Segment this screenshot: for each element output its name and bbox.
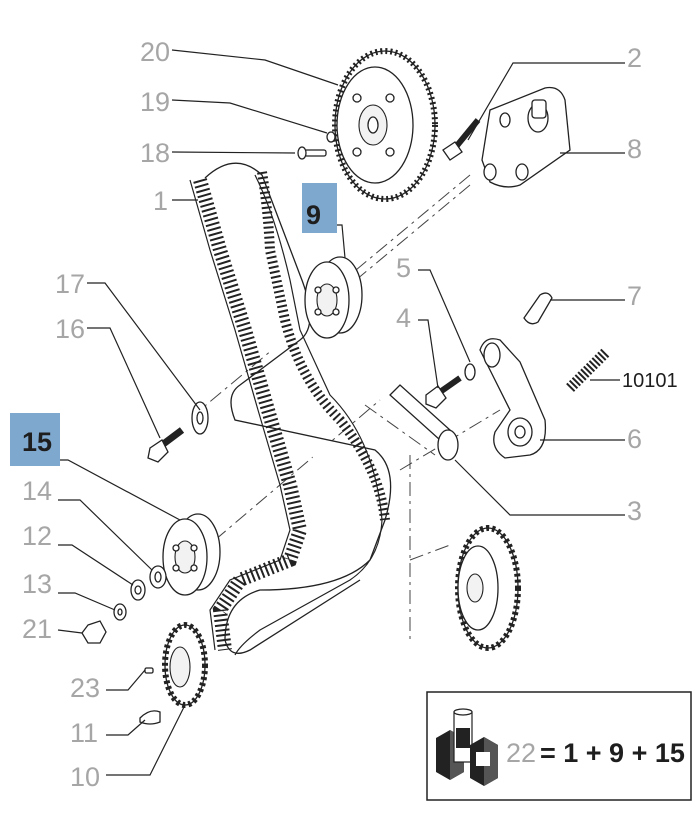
idler-pulley-9 — [304, 256, 363, 339]
shaft-3 — [389, 384, 459, 461]
callout-14: 14 — [22, 476, 52, 506]
callout-8: 8 — [627, 134, 642, 164]
callout-labels: 20 19 18 1 17 16 15 14 12 13 21 23 11 10… — [10, 37, 678, 792]
camshaft-pulley — [332, 48, 438, 202]
pin-7 — [523, 292, 553, 325]
timing-belt — [189, 162, 392, 656]
crankshaft-sprocket-10 — [162, 622, 208, 708]
callout-9: 9 — [306, 200, 321, 230]
callout-19: 19 — [140, 87, 170, 117]
callout-5: 5 — [396, 253, 411, 283]
kit-number: 22 — [506, 738, 536, 768]
callout-23: 23 — [70, 673, 100, 703]
callout-7: 7 — [627, 281, 642, 311]
leader-lines — [57, 49, 625, 776]
washer-14 — [149, 565, 167, 589]
callout-1: 1 — [153, 186, 168, 216]
callout-20: 20 — [140, 37, 170, 67]
callout-2: 2 — [627, 43, 642, 73]
stud-10101 — [566, 348, 610, 392]
callout-18: 18 — [140, 138, 170, 168]
callout-12: 12 — [22, 521, 52, 551]
washer-13 — [113, 603, 127, 621]
tensioner-arm-6 — [479, 338, 547, 459]
callout-4: 4 — [396, 303, 411, 333]
washer-5 — [464, 363, 476, 381]
callout-17: 17 — [55, 269, 85, 299]
bracket-8 — [481, 86, 571, 188]
callout-6: 6 — [627, 424, 642, 454]
callout-13: 13 — [22, 569, 52, 599]
bolt-2 — [442, 118, 481, 161]
bolt-4 — [425, 375, 462, 409]
washer-17 — [191, 401, 209, 435]
bolt-18 — [297, 146, 327, 160]
auxiliary-sprocket — [455, 525, 521, 651]
callout-11: 11 — [70, 718, 98, 748]
callout-21: 21 — [22, 614, 52, 644]
pin-23 — [144, 667, 154, 674]
nut-21 — [81, 620, 107, 644]
tensioner-pulley-15 — [162, 513, 221, 596]
callout-10101: 10101 — [622, 370, 678, 392]
bolt-16 — [147, 427, 185, 463]
kit-box: 22 = 1 + 9 + 15 — [426, 691, 692, 801]
callout-15: 15 — [22, 427, 52, 457]
kit-icon — [436, 708, 498, 786]
washer-12 — [130, 579, 146, 601]
callout-3: 3 — [627, 496, 642, 526]
kit-formula: = 1 + 9 + 15 — [540, 738, 685, 768]
washer-19 — [326, 131, 336, 143]
callout-10: 10 — [70, 762, 100, 792]
callout-15-highlight — [10, 413, 60, 466]
callout-9-highlight — [302, 183, 337, 233]
callout-16: 16 — [55, 314, 85, 344]
